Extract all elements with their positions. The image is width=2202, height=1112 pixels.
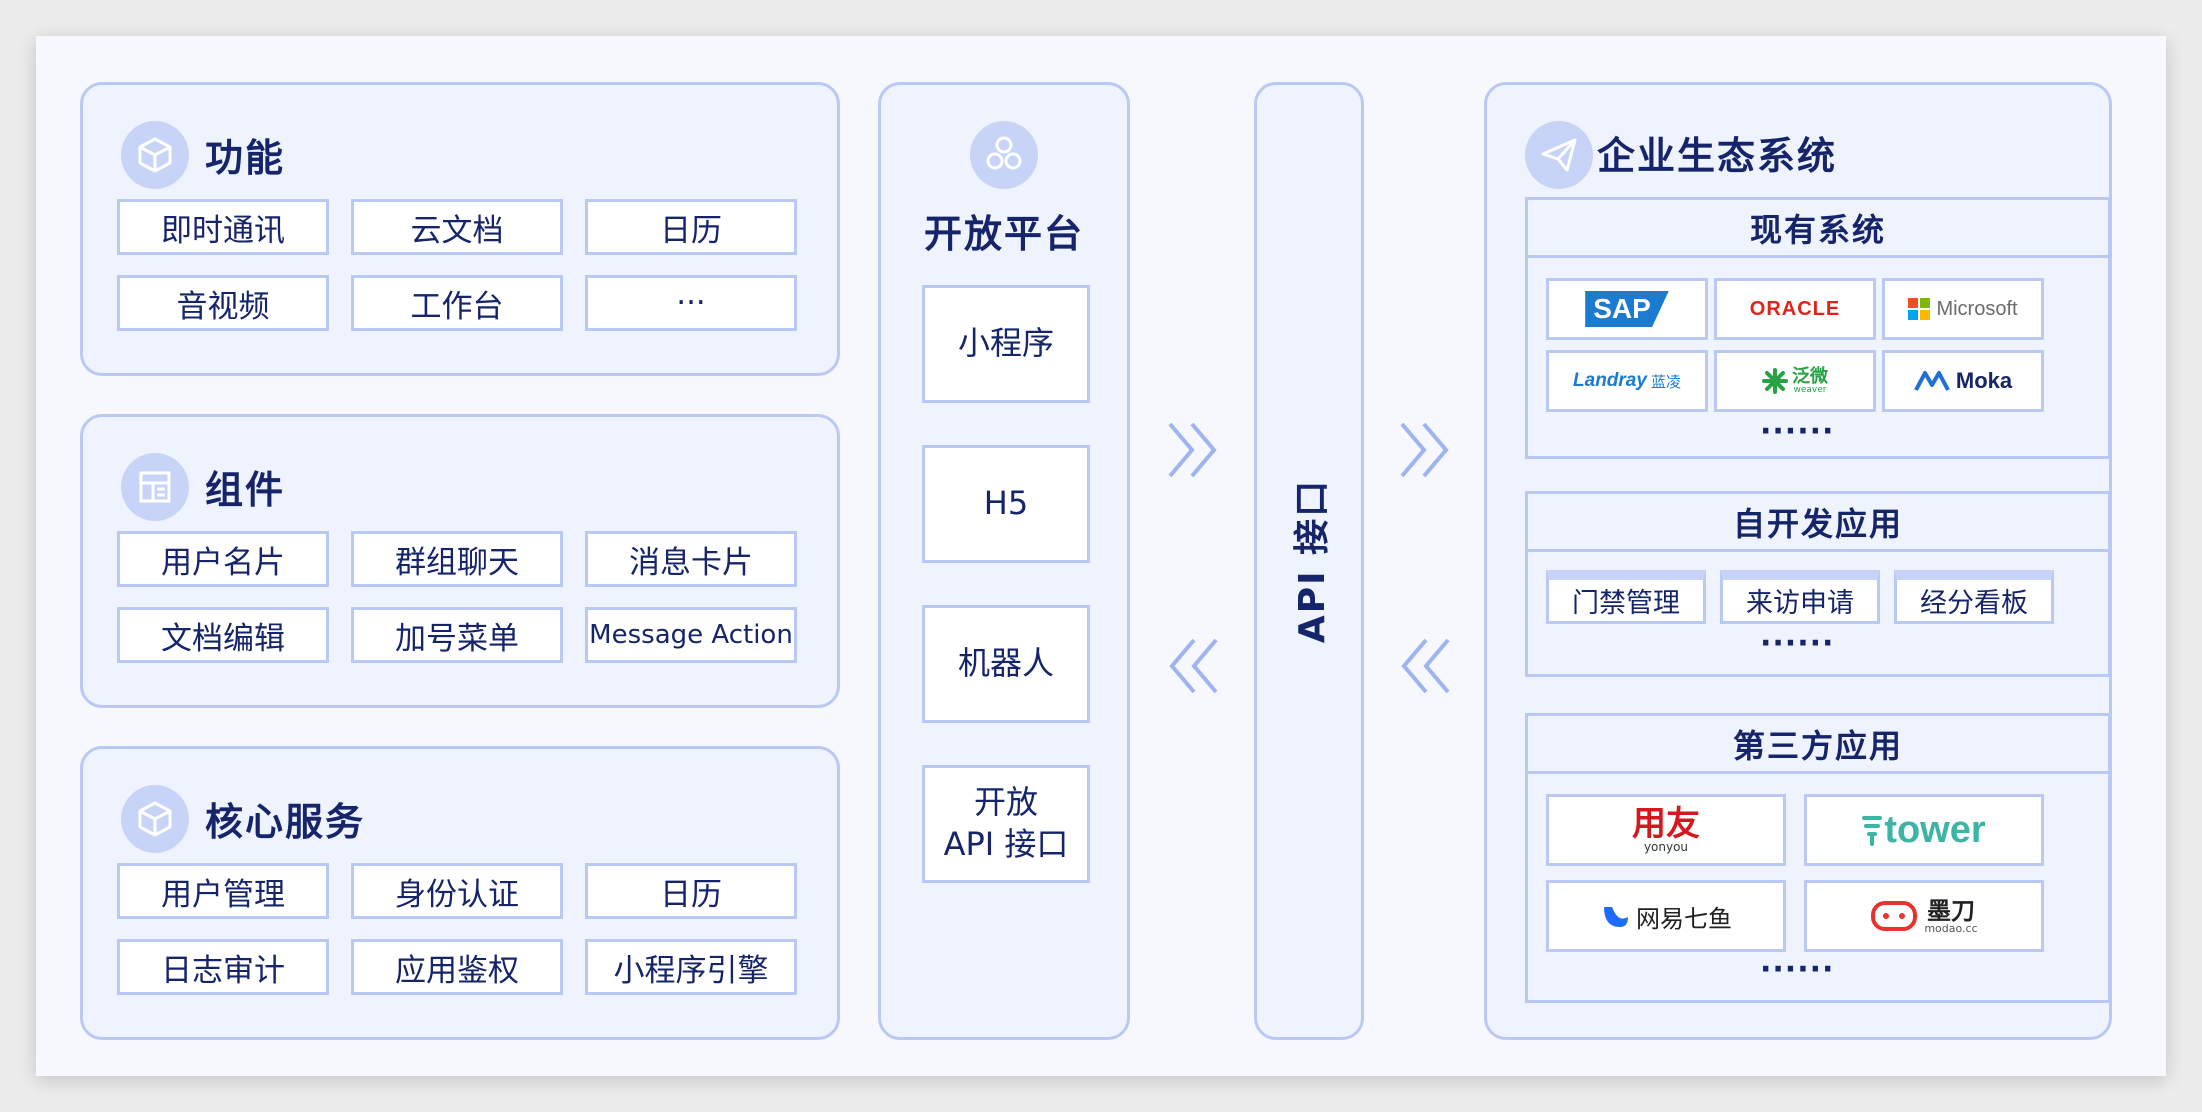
moka-mark-icon — [1914, 371, 1950, 391]
function-chip: 日历 — [585, 199, 797, 255]
chevron-right-icon — [1168, 422, 1217, 478]
oracle-logo: ORACLE — [1714, 278, 1876, 340]
open-api-box: 开放 API 接口 — [922, 765, 1090, 883]
open-api-line2: API 接口 — [943, 825, 1069, 863]
third-party-panel: 第三方应用 用友 yonyou tower 网易七鱼 墨刀 modao.cc — [1525, 713, 2111, 1003]
component-chip: 消息卡片 — [585, 531, 797, 587]
component-chip: 用户名片 — [117, 531, 329, 587]
weaver-logo: 泛微 weaver — [1714, 350, 1876, 412]
landray-logo-text: Landray — [1573, 370, 1647, 391]
microsoft-logo-text: Microsoft — [1936, 297, 2018, 320]
functions-panel: 功能 即时通讯 云文档 日历 音视频 工作台 ··· — [80, 82, 840, 376]
service-chip: 身份认证 — [351, 863, 563, 919]
api-label: API 接口 — [1292, 478, 1333, 644]
chevron-left-icon — [1169, 638, 1218, 694]
paper-plane-icon — [1525, 121, 1593, 189]
yonyou-logo-en: yonyou — [1643, 840, 1689, 854]
modao-logo: 墨刀 modao.cc — [1804, 880, 2044, 952]
function-chip: 工作台 — [351, 275, 563, 331]
landray-logo: Landray 蓝凌 — [1546, 350, 1708, 412]
modao-mark-icon — [1871, 901, 1918, 931]
service-chip: 小程序引擎 — [585, 939, 797, 995]
weaver-logo-en: weaver — [1793, 384, 1827, 395]
microsoft-logo: Microsoft — [1882, 278, 2044, 340]
qiyu-logo-text: 网易七鱼 — [1636, 904, 1732, 933]
service-chip: 应用鉴权 — [351, 939, 563, 995]
ecosystem-title: 企业生态系统 — [1597, 134, 1838, 178]
cube-icon — [121, 121, 189, 189]
existing-more: ······ — [1760, 414, 1835, 449]
yonyou-logo: 用友 yonyou — [1546, 794, 1786, 866]
component-chip: Message Action — [585, 607, 797, 663]
tower-mark-icon — [1862, 816, 1883, 846]
open-api-line1: 开放 — [973, 783, 1038, 822]
microsoft-squares-icon — [1908, 298, 1931, 320]
h5-box: H5 — [922, 445, 1090, 563]
service-chip: 用户管理 — [117, 863, 329, 919]
self-dev-app: 来访申请 — [1720, 570, 1880, 624]
function-chip: ··· — [585, 275, 797, 331]
modao-logo-en: modao.cc — [1924, 921, 1978, 935]
function-chip: 即时通讯 — [117, 199, 329, 255]
landray-logo-cn: 蓝凌 — [1650, 372, 1681, 391]
tower-logo-text: tower — [1884, 808, 1986, 851]
third-party-more: ······ — [1760, 952, 1835, 987]
qiyu-logo: 网易七鱼 — [1546, 880, 1786, 952]
functions-title: 功能 — [205, 136, 286, 180]
modao-logo-cn: 墨刀 — [1927, 896, 1975, 925]
self-dev-app: 门禁管理 — [1546, 570, 1706, 624]
robot-box: 机器人 — [922, 605, 1090, 723]
component-chip: 加号菜单 — [351, 607, 563, 663]
third-party-title: 第三方应用 — [1528, 716, 2108, 774]
existing-systems-panel: 现有系统 SAP ORACLE Microsoft Landray 蓝凌 — [1525, 197, 2111, 459]
box-icon — [121, 785, 189, 853]
qiyu-mark-icon — [1604, 907, 1628, 927]
self-dev-app: 经分看板 — [1894, 570, 2054, 624]
chevron-right-icon — [1400, 422, 1449, 478]
weaver-logo-cn: 泛微 — [1792, 365, 1828, 387]
components-title: 组件 — [205, 468, 286, 512]
self-dev-more: ······ — [1760, 626, 1835, 661]
component-chip: 文档编辑 — [117, 607, 329, 663]
oracle-logo-text: ORACLE — [1749, 297, 1841, 320]
tower-logo: tower — [1804, 794, 2044, 866]
components-panel: 组件 用户名片 群组聊天 消息卡片 文档编辑 加号菜单 Message Acti… — [80, 414, 840, 708]
self-developed-title: 自开发应用 — [1528, 494, 2108, 552]
moka-logo-text: Moka — [1955, 368, 2013, 393]
yonyou-logo-cn: 用友 — [1632, 804, 1700, 844]
sap-logo-text: SAP — [1585, 291, 1669, 327]
architecture-diagram: 功能 即时通讯 云文档 日历 音视频 工作台 ··· 组件 用户名片 群组聊天 … — [36, 36, 2166, 1076]
self-developed-panel: 自开发应用 门禁管理 来访申请 经分看板 ······ — [1525, 491, 2111, 677]
mini-program-box: 小程序 — [922, 285, 1090, 403]
api-panel: API 接口 — [1254, 82, 1364, 1040]
chevron-left-icon — [1401, 638, 1450, 694]
function-chip: 音视频 — [117, 275, 329, 331]
weaver-mark-icon — [1762, 368, 1788, 394]
service-chip: 日历 — [585, 863, 797, 919]
component-chip: 群组聊天 — [351, 531, 563, 587]
ecosystem-panel: 企业生态系统 现有系统 SAP ORACLE Microsoft Landray… — [1484, 82, 2112, 1040]
open-platform-panel: 开放平台 小程序 H5 机器人 开放 API 接口 — [878, 82, 1130, 1040]
existing-systems-title: 现有系统 — [1528, 200, 2108, 258]
hexagon-nodes-icon — [970, 121, 1038, 189]
core-services-title: 核心服务 — [205, 800, 366, 844]
moka-logo: Moka — [1882, 350, 2044, 412]
service-chip: 日志审计 — [117, 939, 329, 995]
open-platform-title: 开放平台 — [923, 212, 1084, 256]
function-chip: 云文档 — [351, 199, 563, 255]
layout-icon — [121, 453, 189, 521]
sap-logo: SAP — [1546, 278, 1708, 340]
core-services-panel: 核心服务 用户管理 身份认证 日历 日志审计 应用鉴权 小程序引擎 — [80, 746, 840, 1040]
